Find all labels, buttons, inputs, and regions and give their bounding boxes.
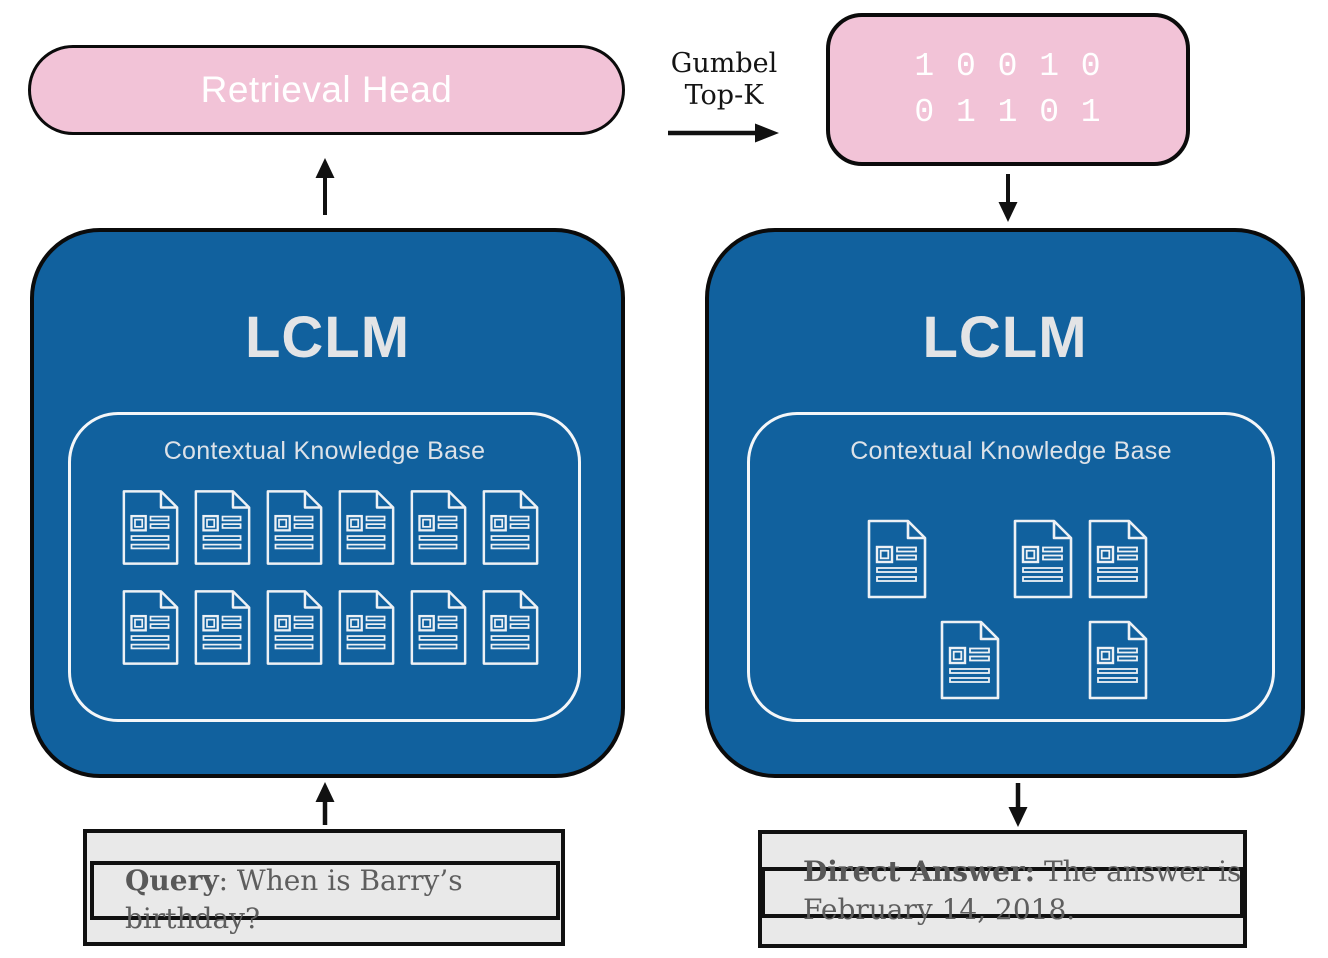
arrow-up-lclm-to-retrieval-head-icon — [315, 158, 335, 215]
knowledge-base-left-docs — [71, 466, 578, 667]
knowledge-base-right-title: Contextual Knowledge Base — [850, 437, 1172, 465]
answer-label: Direct Answer: — [803, 855, 1036, 888]
document-icon — [1012, 518, 1074, 600]
query-label: Query — [125, 864, 219, 897]
lclm-left-title: LCLM — [244, 305, 411, 370]
arrow-right-gumbel-icon — [668, 123, 779, 143]
document-icon — [1087, 619, 1149, 701]
knowledge-base-left-title: Contextual Knowledge Base — [163, 437, 486, 465]
document-icon — [121, 588, 180, 667]
knowledge-base-right-box: Contextual Knowledge Base — [747, 412, 1275, 722]
document-icon — [193, 588, 252, 667]
answer-box-inner — [761, 867, 1244, 918]
query-text: Query: When is Barry’s birthday? — [125, 862, 557, 938]
binary-mask-line2: 0 1 1 0 1 — [914, 93, 1102, 131]
answer-text: Direct Answer: The answer is February 14… — [803, 853, 1245, 929]
lclm-right-node: LCLM Contextual Knowledge Base — [705, 228, 1305, 778]
binary-mask-node: 1 0 0 1 0 0 1 1 0 1 — [826, 13, 1190, 166]
arrow-down-lclm-to-answer-icon — [1008, 783, 1028, 827]
retrieval-head-node: Retrieval Head — [28, 45, 625, 135]
document-icon — [866, 518, 928, 600]
document-icon — [193, 488, 252, 567]
document-icon — [481, 588, 540, 667]
document-icon — [481, 488, 540, 567]
retrieval-head-label: Retrieval Head — [200, 69, 453, 110]
query-box-inner — [90, 861, 560, 920]
document-icon — [265, 488, 324, 567]
document-icon — [409, 588, 468, 667]
gumbel-topk-line2: Top-K — [684, 80, 764, 111]
binary-mask-line1: 1 0 0 1 0 — [914, 47, 1102, 85]
lclm-left-node: LCLM Contextual Knowledge Base — [30, 228, 625, 778]
knowledge-base-right-docs — [750, 466, 1272, 700]
document-icon — [939, 619, 1001, 701]
arrow-up-query-to-lclm-icon — [315, 782, 335, 825]
gumbel-topk-label: Gumbel Top-K — [653, 48, 795, 112]
lclm-right-title: LCLM — [922, 305, 1088, 370]
document-icon — [121, 488, 180, 567]
document-icon — [1087, 518, 1149, 600]
document-icon — [409, 488, 468, 567]
document-icon — [337, 588, 396, 667]
answer-rest: The answer is February 14, 2018. — [803, 855, 1242, 926]
query-rest: : When is Barry’s birthday? — [125, 864, 463, 935]
gumbel-topk-line1: Gumbel — [670, 48, 778, 79]
knowledge-base-left-box: Contextual Knowledge Base — [68, 412, 581, 722]
arrow-down-mask-to-lclm-icon — [998, 174, 1018, 222]
document-icon — [265, 588, 324, 667]
document-icon — [337, 488, 396, 567]
